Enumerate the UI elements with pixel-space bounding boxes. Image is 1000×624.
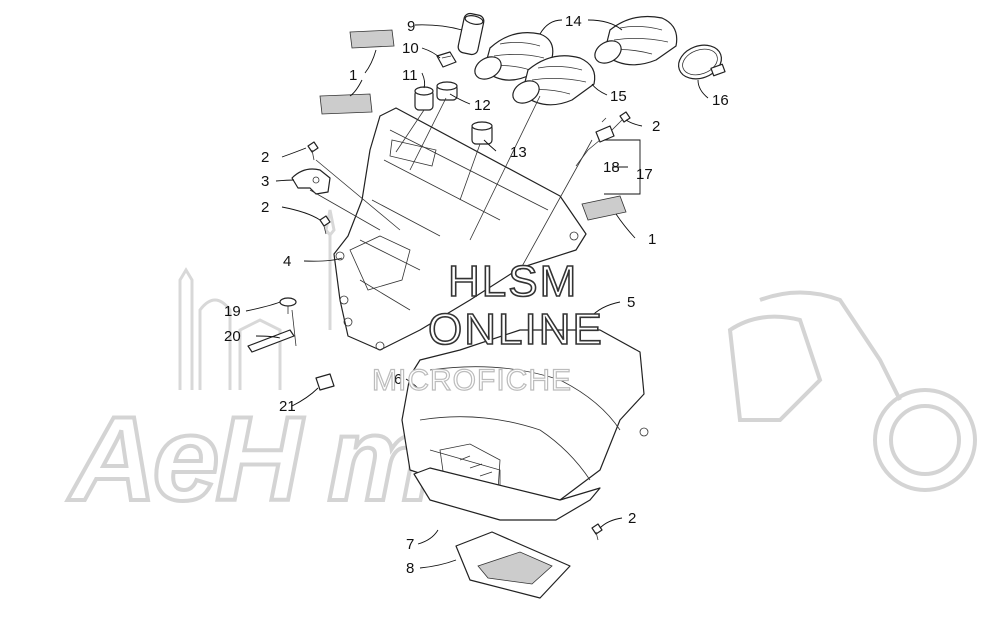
part-12-grommet	[436, 81, 458, 101]
part-20-strap	[247, 329, 295, 353]
part-8-filter-screen	[455, 531, 571, 599]
callout-labels: 9 14 10 1 11 12 15 16 2 13 2 3 18 17 2 1…	[224, 13, 729, 577]
callout-10: 10	[402, 40, 419, 57]
part-18-valve	[575, 117, 615, 167]
part-19-rivet	[279, 297, 297, 314]
callout-2: 2	[628, 510, 636, 527]
callout-15: 15	[610, 88, 627, 105]
part-1-foam-pad-upper	[319, 29, 395, 115]
callout-1: 1	[648, 231, 656, 248]
callout-2: 2	[652, 118, 660, 135]
leader-lines	[245, 19, 709, 569]
callout-20: 20	[224, 328, 241, 345]
callout-1: 1	[349, 67, 357, 84]
part-2-screw-left-upper	[307, 141, 319, 161]
callout-12: 12	[474, 97, 491, 114]
callout-7: 7	[406, 536, 414, 553]
callout-18: 18	[603, 159, 620, 176]
callout-6: 6	[394, 371, 402, 388]
callout-3: 3	[261, 173, 269, 190]
callout-2: 2	[261, 149, 269, 166]
part-16-hose-clamp	[678, 44, 726, 80]
callout-4: 4	[283, 253, 291, 270]
callout-17: 17	[636, 166, 653, 183]
part-10-clip	[436, 51, 457, 68]
callout-9: 9	[407, 18, 415, 35]
watermark-hlsm: HLSM	[448, 257, 578, 306]
part-11-grommet	[414, 86, 434, 111]
part-1-foam-pad-right	[581, 195, 627, 221]
watermark-layer: AeH m	[65, 209, 977, 528]
callout-5: 5	[627, 294, 635, 311]
part-2-screw-lower-right	[591, 523, 603, 541]
callout-11: 11	[402, 67, 418, 84]
part-13-grommet	[471, 121, 493, 145]
callout-13: 13	[510, 144, 527, 161]
part-2-screw-left-lower	[319, 215, 331, 235]
callout-16: 16	[712, 92, 729, 109]
part-9-tube	[457, 12, 485, 56]
part-21-clip	[315, 373, 335, 391]
part-4-upper-airbox	[333, 107, 587, 351]
part-2-screw-upper-right	[611, 111, 631, 131]
part-7-gasket	[413, 467, 601, 521]
callout-2: 2	[261, 199, 269, 216]
callout-8: 8	[406, 560, 414, 577]
watermark-background-text: AeH m	[67, 392, 430, 526]
callout-19: 19	[224, 303, 241, 320]
part-15-intake-duct	[512, 55, 596, 106]
callout-14: 14	[565, 13, 582, 30]
hlsm-watermark: HLSM ONLINE MICROFICHE	[371, 256, 604, 397]
callout-21: 21	[279, 398, 296, 415]
part-5-6-lower-airbox	[401, 329, 649, 501]
motorbike-watermark	[727, 290, 977, 492]
watermark-microfiche: MICROFICHE	[372, 364, 572, 397]
skyline-watermark	[178, 209, 336, 390]
watermark-online: ONLINE	[428, 305, 604, 354]
